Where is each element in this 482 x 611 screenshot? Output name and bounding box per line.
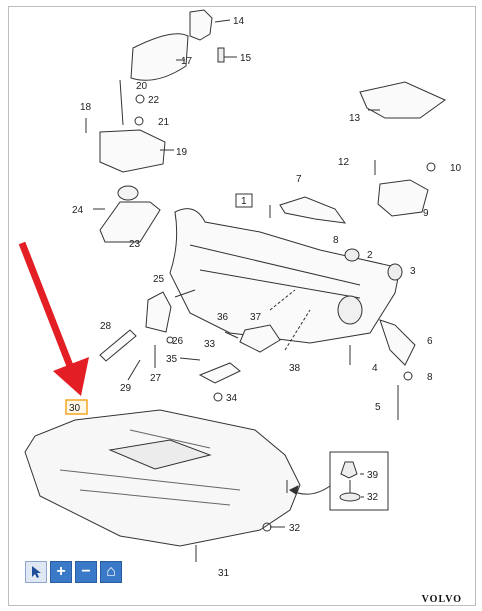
part-30-shield (24, 409, 301, 547)
part-17-mount (130, 33, 189, 81)
callout-9: 9 (423, 208, 429, 219)
diagram-frame (8, 6, 476, 606)
plus-icon: + (56, 563, 66, 580)
part-14-bracket (189, 9, 213, 41)
part-25-bracket (145, 291, 172, 333)
callout-14: 14 (233, 16, 245, 27)
callout-34: 34 (226, 393, 238, 404)
callout-23: 23 (129, 239, 141, 250)
part-34-bracket (198, 362, 241, 384)
callout-31: 31 (218, 568, 230, 579)
callout-38: 38 (289, 363, 301, 374)
callout-4: 4 (372, 363, 378, 374)
callout-5: 5 (375, 402, 381, 413)
home-button[interactable]: ⌂ (100, 561, 122, 583)
callout-12: 12 (338, 157, 350, 168)
viewer-toolbar: + − ⌂ (25, 561, 122, 583)
part-28-clip (99, 329, 137, 362)
callout-7: 7 (296, 174, 302, 185)
callout-8a: 8 (333, 235, 339, 246)
callout-13: 13 (349, 113, 361, 124)
callout-26: 26 (172, 336, 184, 347)
select-tool-button[interactable] (25, 561, 47, 583)
highlight-box-30 (65, 399, 88, 415)
part-15-bolt (217, 47, 225, 63)
callout-3: 3 (410, 266, 416, 277)
callout-19: 19 (176, 147, 188, 158)
callout-32b: 32 (289, 523, 301, 534)
callout-10: 10 (450, 163, 462, 174)
callout-20: 20 (136, 81, 148, 92)
callout-30: 30 (69, 403, 81, 414)
callout-36: 36 (217, 312, 229, 323)
callout-27: 27 (150, 373, 162, 384)
brand-logo: VOLVO (421, 594, 462, 605)
zoom-out-button[interactable]: − (75, 561, 97, 583)
callout-18: 18 (80, 102, 92, 113)
callout-37: 37 (250, 312, 262, 323)
part-6-bracket (379, 319, 416, 366)
callout-6: 6 (427, 336, 433, 347)
callout-29: 29 (120, 383, 132, 394)
zoom-in-button[interactable]: + (50, 561, 72, 583)
callout-35: 35 (166, 354, 178, 365)
cursor-icon (32, 566, 41, 578)
callout-8b: 8 (427, 372, 433, 383)
minus-icon: − (81, 563, 91, 580)
callout-17: 17 (181, 56, 193, 67)
callout-22: 22 (148, 95, 160, 106)
callout-1: 1 (241, 196, 247, 207)
callout-33: 33 (204, 339, 216, 350)
part-19-bracket (99, 129, 166, 173)
callout-25: 25 (153, 274, 165, 285)
part-9-mount (377, 179, 429, 217)
callout-21: 21 (158, 117, 170, 128)
part-13-bracket (359, 81, 446, 119)
red-arrow (18, 241, 89, 396)
subframe (169, 208, 401, 344)
home-icon: ⌂ (106, 563, 116, 580)
callout-28: 28 (100, 321, 112, 332)
callout-2: 2 (367, 250, 373, 261)
part-7-bracket (279, 196, 347, 224)
callout-39: 39 (367, 470, 379, 481)
part-23-mount (99, 201, 161, 243)
callout-32a: 32 (367, 492, 379, 503)
part-37-mount (239, 324, 281, 353)
callout-15: 15 (240, 53, 252, 64)
callout-24: 24 (72, 205, 84, 216)
